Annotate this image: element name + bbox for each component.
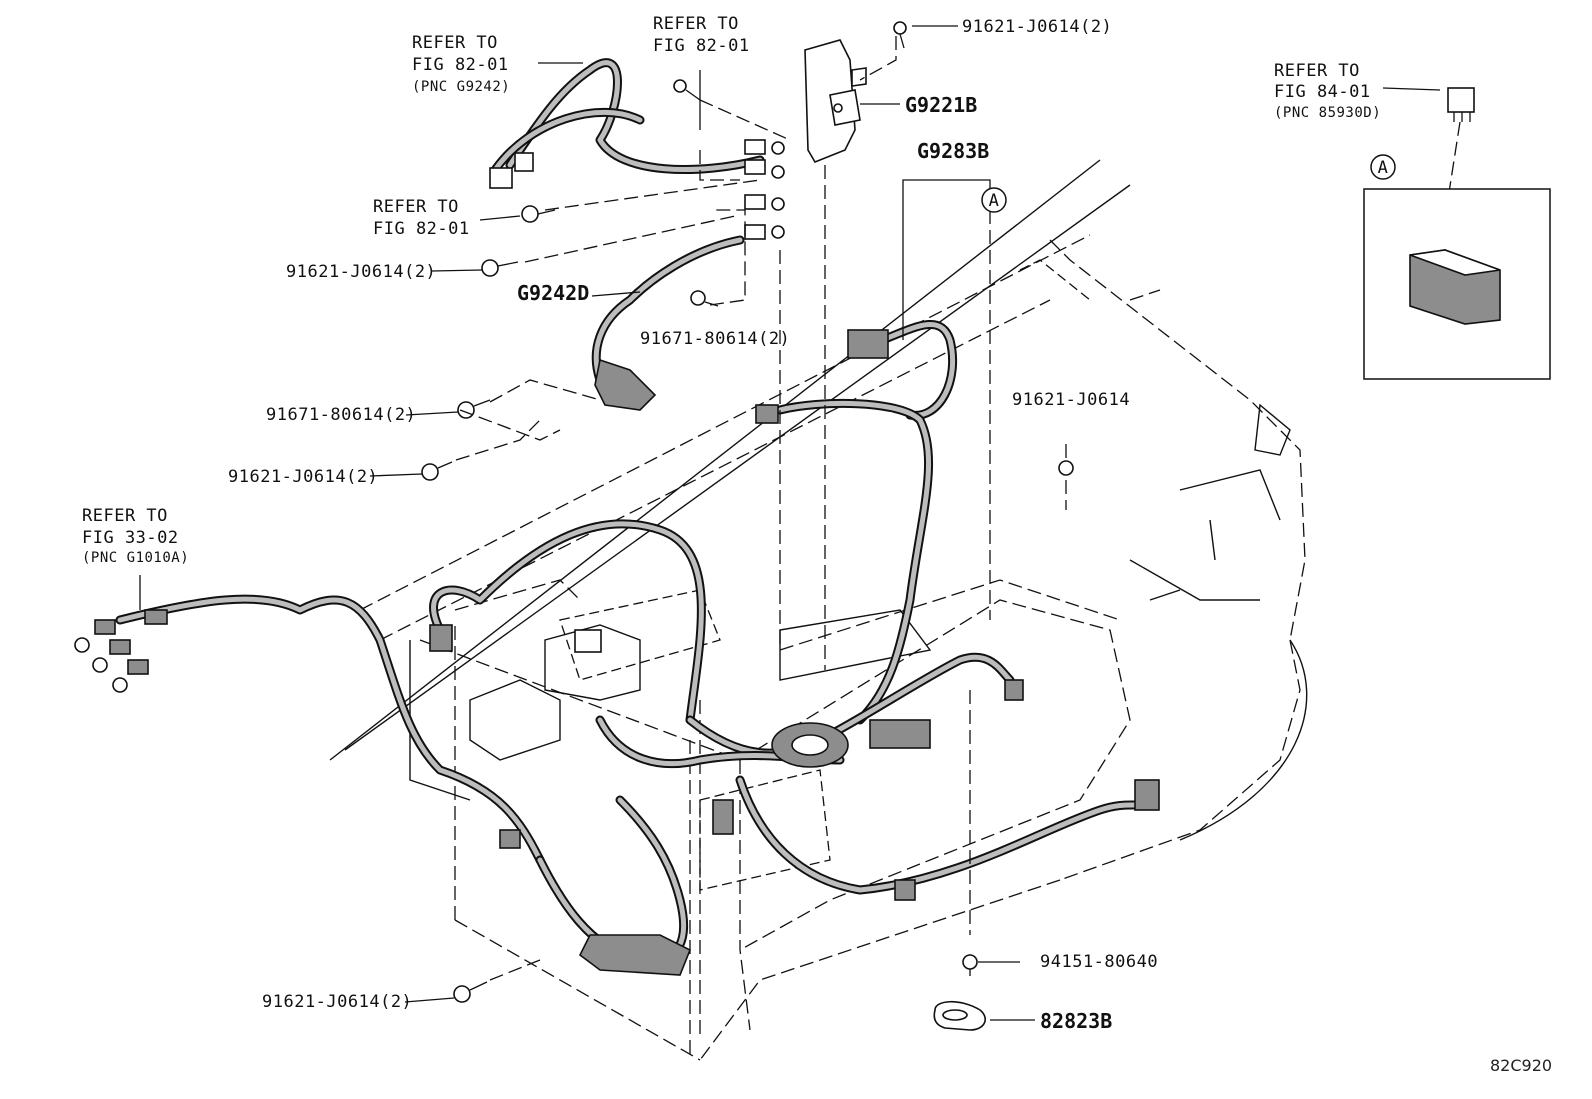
part-label-91671-mid: 91671-80614(2)	[640, 329, 790, 349]
callout-refer-82-01-left: REFER TO FIG 82-01	[373, 197, 470, 239]
part-label-91621-left1: 91621-J0614(2)	[286, 262, 436, 282]
callout-line1: REFER TO	[373, 197, 459, 217]
callout-refer-84-01: REFER TO FIG 84-01 (PNC 85930D)	[1274, 61, 1381, 121]
part-label-91671-left: 91671-80614(2)	[266, 405, 416, 425]
callout-line3: (PNC G9242)	[412, 79, 510, 95]
bolt-icon	[521, 205, 556, 223]
bolt-icon	[481, 259, 519, 277]
components	[74, 39, 1475, 1031]
callout-refer-33-02: REFER TO FIG 33-02 (PNC G1010A)	[82, 506, 189, 566]
battery-terminals	[74, 609, 168, 693]
bolt-icon	[457, 399, 491, 419]
callout-line1: REFER TO	[412, 33, 498, 53]
callout-line2: FIG 82-01	[412, 55, 509, 75]
vehicle-body	[329, 159, 1308, 1061]
marker-a-label: A	[989, 191, 1000, 211]
marker-a-circle	[981, 187, 1007, 213]
bolt-icon	[421, 461, 453, 481]
bolt-icon	[453, 981, 488, 1003]
bolt-icon	[673, 79, 701, 101]
callout-line2: FIG 33-02	[82, 528, 179, 548]
wire-harnesses	[115, 58, 1155, 966]
callout-line1: REFER TO	[82, 506, 168, 526]
inset-marker-label: A	[1378, 158, 1389, 178]
part-label-g9221b: G9221B	[905, 93, 977, 117]
figure-code: 82C920	[1490, 1056, 1552, 1075]
bolt-icon	[893, 21, 907, 49]
bolt-icon	[690, 290, 719, 307]
callout-line1: REFER TO	[653, 14, 739, 34]
bolt-fasteners	[421, 21, 1074, 1003]
inset-marker-circle	[1370, 154, 1396, 180]
callout-line2: FIG 84-01	[1274, 82, 1371, 102]
callout-line1: REFER TO	[1274, 61, 1360, 81]
callout-line3: (PNC 85930D)	[1274, 105, 1381, 121]
callout-refer-82-01-top: REFER TO FIG 82-01 (PNC G9242)	[412, 33, 510, 95]
callout-line3: (PNC G1010A)	[82, 550, 189, 566]
bolt-icon	[962, 954, 978, 976]
part-label-91621-left2: 91621-J0614(2)	[228, 467, 378, 487]
terminal-stack	[744, 139, 785, 240]
part-label-82823b: 82823B	[1040, 1009, 1112, 1033]
part-label-g9242d: G9242D	[517, 281, 589, 305]
inset-detail-a: A	[1363, 154, 1551, 380]
part-label-91621-right: 91621-J0614	[1012, 390, 1130, 410]
callout-refer-82-01-mid: REFER TO FIG 82-01	[653, 14, 750, 56]
part-label-91621-top: 91621-J0614(2)	[962, 17, 1112, 37]
bolt-icon	[1058, 444, 1074, 476]
part-label-g9283b: G9283B	[917, 139, 989, 163]
part-label-94151: 94151-80640	[1040, 952, 1158, 972]
marker-a: A	[981, 187, 1007, 213]
callout-line2: FIG 82-01	[653, 36, 750, 56]
callout-line2: FIG 82-01	[373, 219, 470, 239]
part-label-91621-bottom: 91621-J0614(2)	[262, 992, 412, 1012]
